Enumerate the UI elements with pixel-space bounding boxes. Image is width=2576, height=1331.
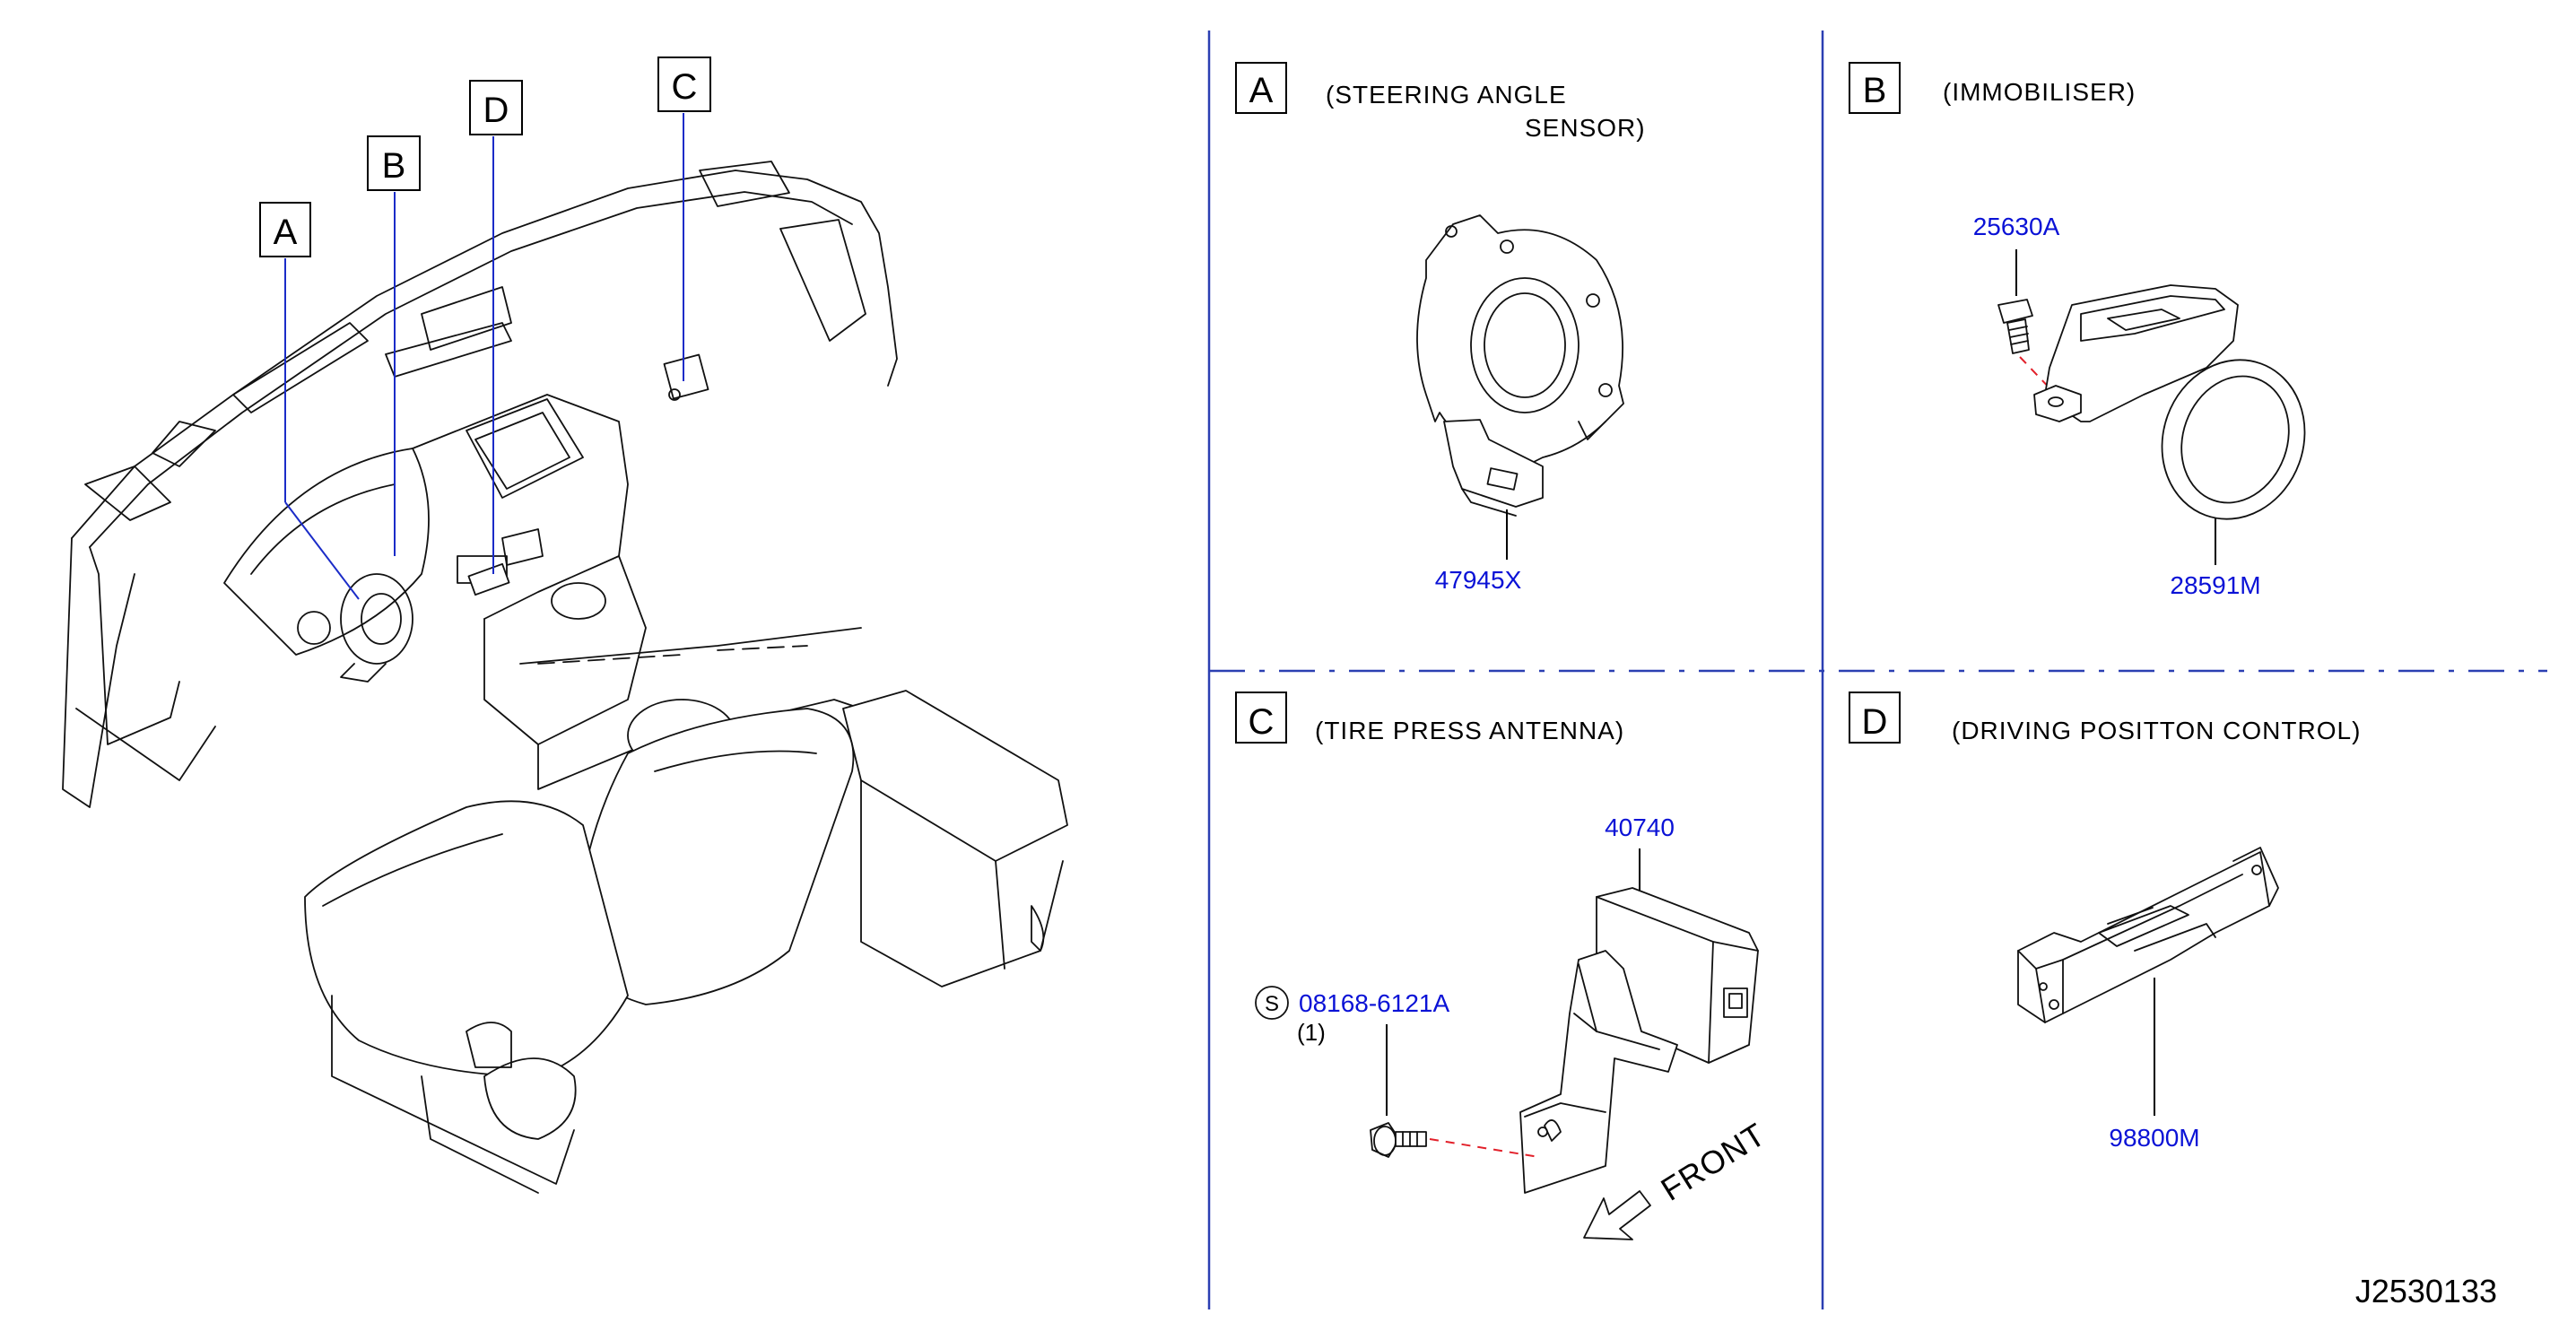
section-c-caption: (TIRE PRESS ANTENNA)	[1315, 717, 1624, 744]
callout-letter-a: A	[274, 213, 298, 252]
immobiliser-illustration	[1997, 284, 2306, 520]
screw-symbol-letter: S	[1265, 992, 1279, 1016]
section-c: C (TIRE PRESS ANTENNA) 40740	[1235, 692, 1772, 1240]
callout-box-c: C	[657, 57, 711, 112]
panel-dividers	[1207, 30, 2547, 1309]
part-number-98800m: 98800M	[2109, 1124, 2199, 1152]
section-c-letter-box	[1235, 692, 1287, 744]
driving-position-control-unit-illustration	[2017, 847, 2279, 1023]
tire-press-antenna-illustration	[1370, 887, 1759, 1194]
section-d: D (DRIVING POSITTON CONTROL) 98800M	[1849, 692, 2361, 1152]
part-number-40740: 40740	[1605, 813, 1675, 841]
callout-box-a: A	[259, 202, 311, 257]
dashboard-overview-illustration	[62, 161, 1068, 1194]
callout-box-d: D	[469, 80, 523, 135]
diagram-id: J2530133	[2355, 1273, 2497, 1309]
steering-angle-sensor-illustration	[1416, 214, 1624, 517]
callout-letter-c: C	[672, 67, 698, 107]
screw-symbol-circle	[1255, 986, 1289, 1020]
section-b-letter: B	[1863, 71, 1887, 110]
part-quantity: (1)	[1297, 1019, 1326, 1046]
section-c-letter: C	[1249, 702, 1275, 742]
section-b-letter-box	[1849, 62, 1901, 114]
section-a-letter: A	[1249, 71, 1274, 110]
front-direction-arrow-icon	[1583, 1190, 1651, 1240]
callout-letter-d: D	[483, 91, 509, 130]
front-direction-label: FRONT	[1655, 1116, 1772, 1208]
section-a-letter-box	[1235, 62, 1287, 114]
section-d-letter: D	[1862, 702, 1888, 742]
callout-box-b: B	[367, 135, 421, 191]
part-number-25630a: 25630A	[1973, 213, 2060, 240]
section-a-caption-line2: SENSOR)	[1525, 114, 1646, 142]
section-b: B (IMMOBILISER) 25630A 28591M	[1849, 62, 2306, 599]
callout-letter-b: B	[382, 146, 406, 186]
section-a: A (STEERING ANGLE SENSOR) 47945X	[1235, 62, 1646, 594]
overview-leader-lines	[284, 113, 684, 600]
section-a-caption-line1: (STEERING ANGLE	[1326, 81, 1567, 109]
section-b-caption: (IMMOBILISER)	[1943, 78, 2136, 106]
part-number-47945x: 47945X	[1435, 566, 1522, 594]
part-number-28591m: 28591M	[2170, 571, 2260, 599]
part-number-08168-6121a: 08168-6121A	[1299, 989, 1449, 1017]
section-d-letter-box	[1849, 692, 1901, 744]
section-d-caption: (DRIVING POSITTON CONTROL)	[1952, 717, 2361, 744]
